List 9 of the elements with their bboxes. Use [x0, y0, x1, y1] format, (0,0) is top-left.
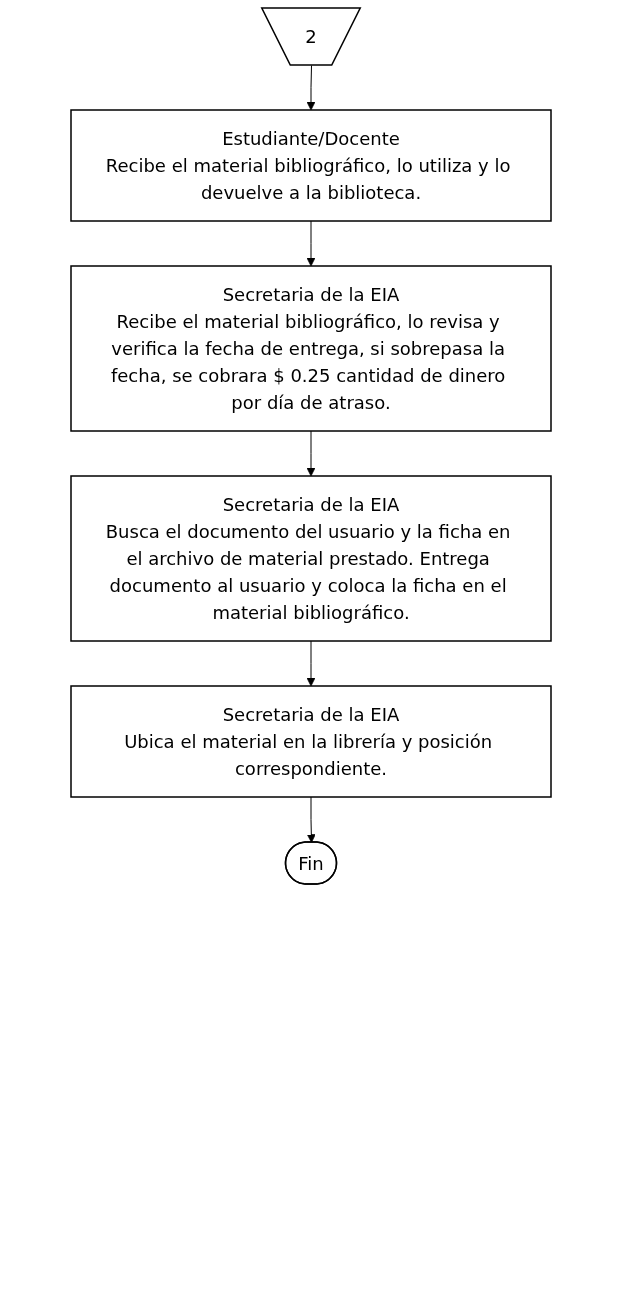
arrow — [306, 65, 315, 111]
node-box: Secretaria de la EIA Recibe el material bibliográfico, lo revisa y verifica la fecha de entrega, si sobrepasa la fecha, se cobrara $ 0.25 cantidad de dinero por día de atraso. — [69, 265, 552, 432]
arrow — [306, 430, 315, 477]
node-box: Secretaria de la EIA Ubica el material en la librería y posición correspondiente. — [69, 685, 552, 798]
arrow — [306, 796, 316, 843]
node-box: Estudiante/Docente Recibe el material bibliográfico, lo utiliza y lo devuelve a la biblioteca. — [69, 109, 552, 222]
arrow — [306, 640, 315, 687]
arrow — [306, 220, 315, 267]
node-box: Secretaria de la EIA Busca el documento del usuario y la ficha en el archivo de material prestado. Entrega documento al usuario y coloca la ficha en el material bibliográfico. — [69, 475, 552, 642]
